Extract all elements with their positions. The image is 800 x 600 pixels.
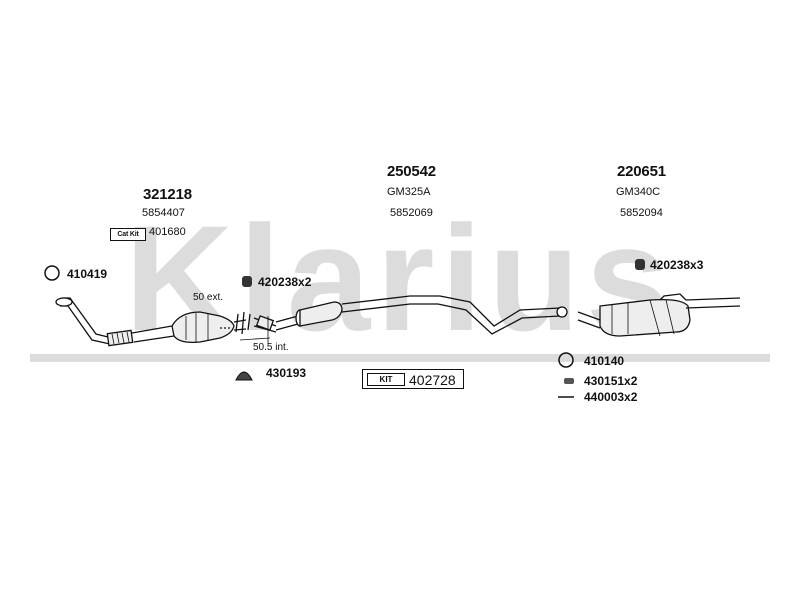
bolt-rear-number: 440003x2 (584, 390, 638, 404)
rubber-rear-number: 430151x2 (584, 374, 638, 388)
front-downpipe (55, 297, 175, 347)
catkit-number: 401680 (149, 226, 186, 238)
rubber-icon-rear (564, 378, 574, 384)
rear-pipe (437, 295, 568, 335)
ring-icon-front (44, 265, 60, 281)
ring-rear-number: 410140 (584, 354, 625, 368)
clamp-icon-center (242, 276, 252, 287)
catkit-tag: Cat Kit (110, 228, 146, 241)
center-box-ref: GM325A (387, 186, 431, 198)
center-box-number: 250542 (387, 163, 436, 180)
rear-box-ref: GM340C (616, 186, 661, 198)
catalytic-converter (171, 311, 247, 344)
dimension-ext: 50 ext. (193, 292, 224, 303)
kit-tag: KIT (367, 373, 405, 386)
dimension-int: 50.5 int. (253, 342, 289, 353)
center-silencer (275, 295, 440, 331)
ring-icon-rear (558, 352, 574, 368)
mount-icon-center (235, 371, 253, 381)
rear-box-number: 220651 (617, 163, 666, 180)
clamp-center-number: 420238x2 (258, 275, 312, 289)
clamp-icon-rear (635, 259, 645, 270)
clamp-rear-number: 420238x3 (650, 258, 704, 272)
ring-front-number: 410419 (67, 267, 108, 281)
watermark-bar (30, 354, 770, 362)
front-pipe-number: 321218 (143, 186, 192, 203)
kit-number: 402728 (409, 372, 456, 388)
rear-box-oe-code: 5852094 (620, 207, 663, 219)
kit-box: KIT 402728 (362, 369, 464, 389)
mount-center-number: 430193 (266, 366, 307, 380)
rear-silencer (577, 293, 741, 337)
front-pipe-oe-code: 5854407 (142, 207, 185, 219)
joint-flange (220, 311, 277, 344)
center-box-oe-code: 5852069 (390, 207, 433, 219)
